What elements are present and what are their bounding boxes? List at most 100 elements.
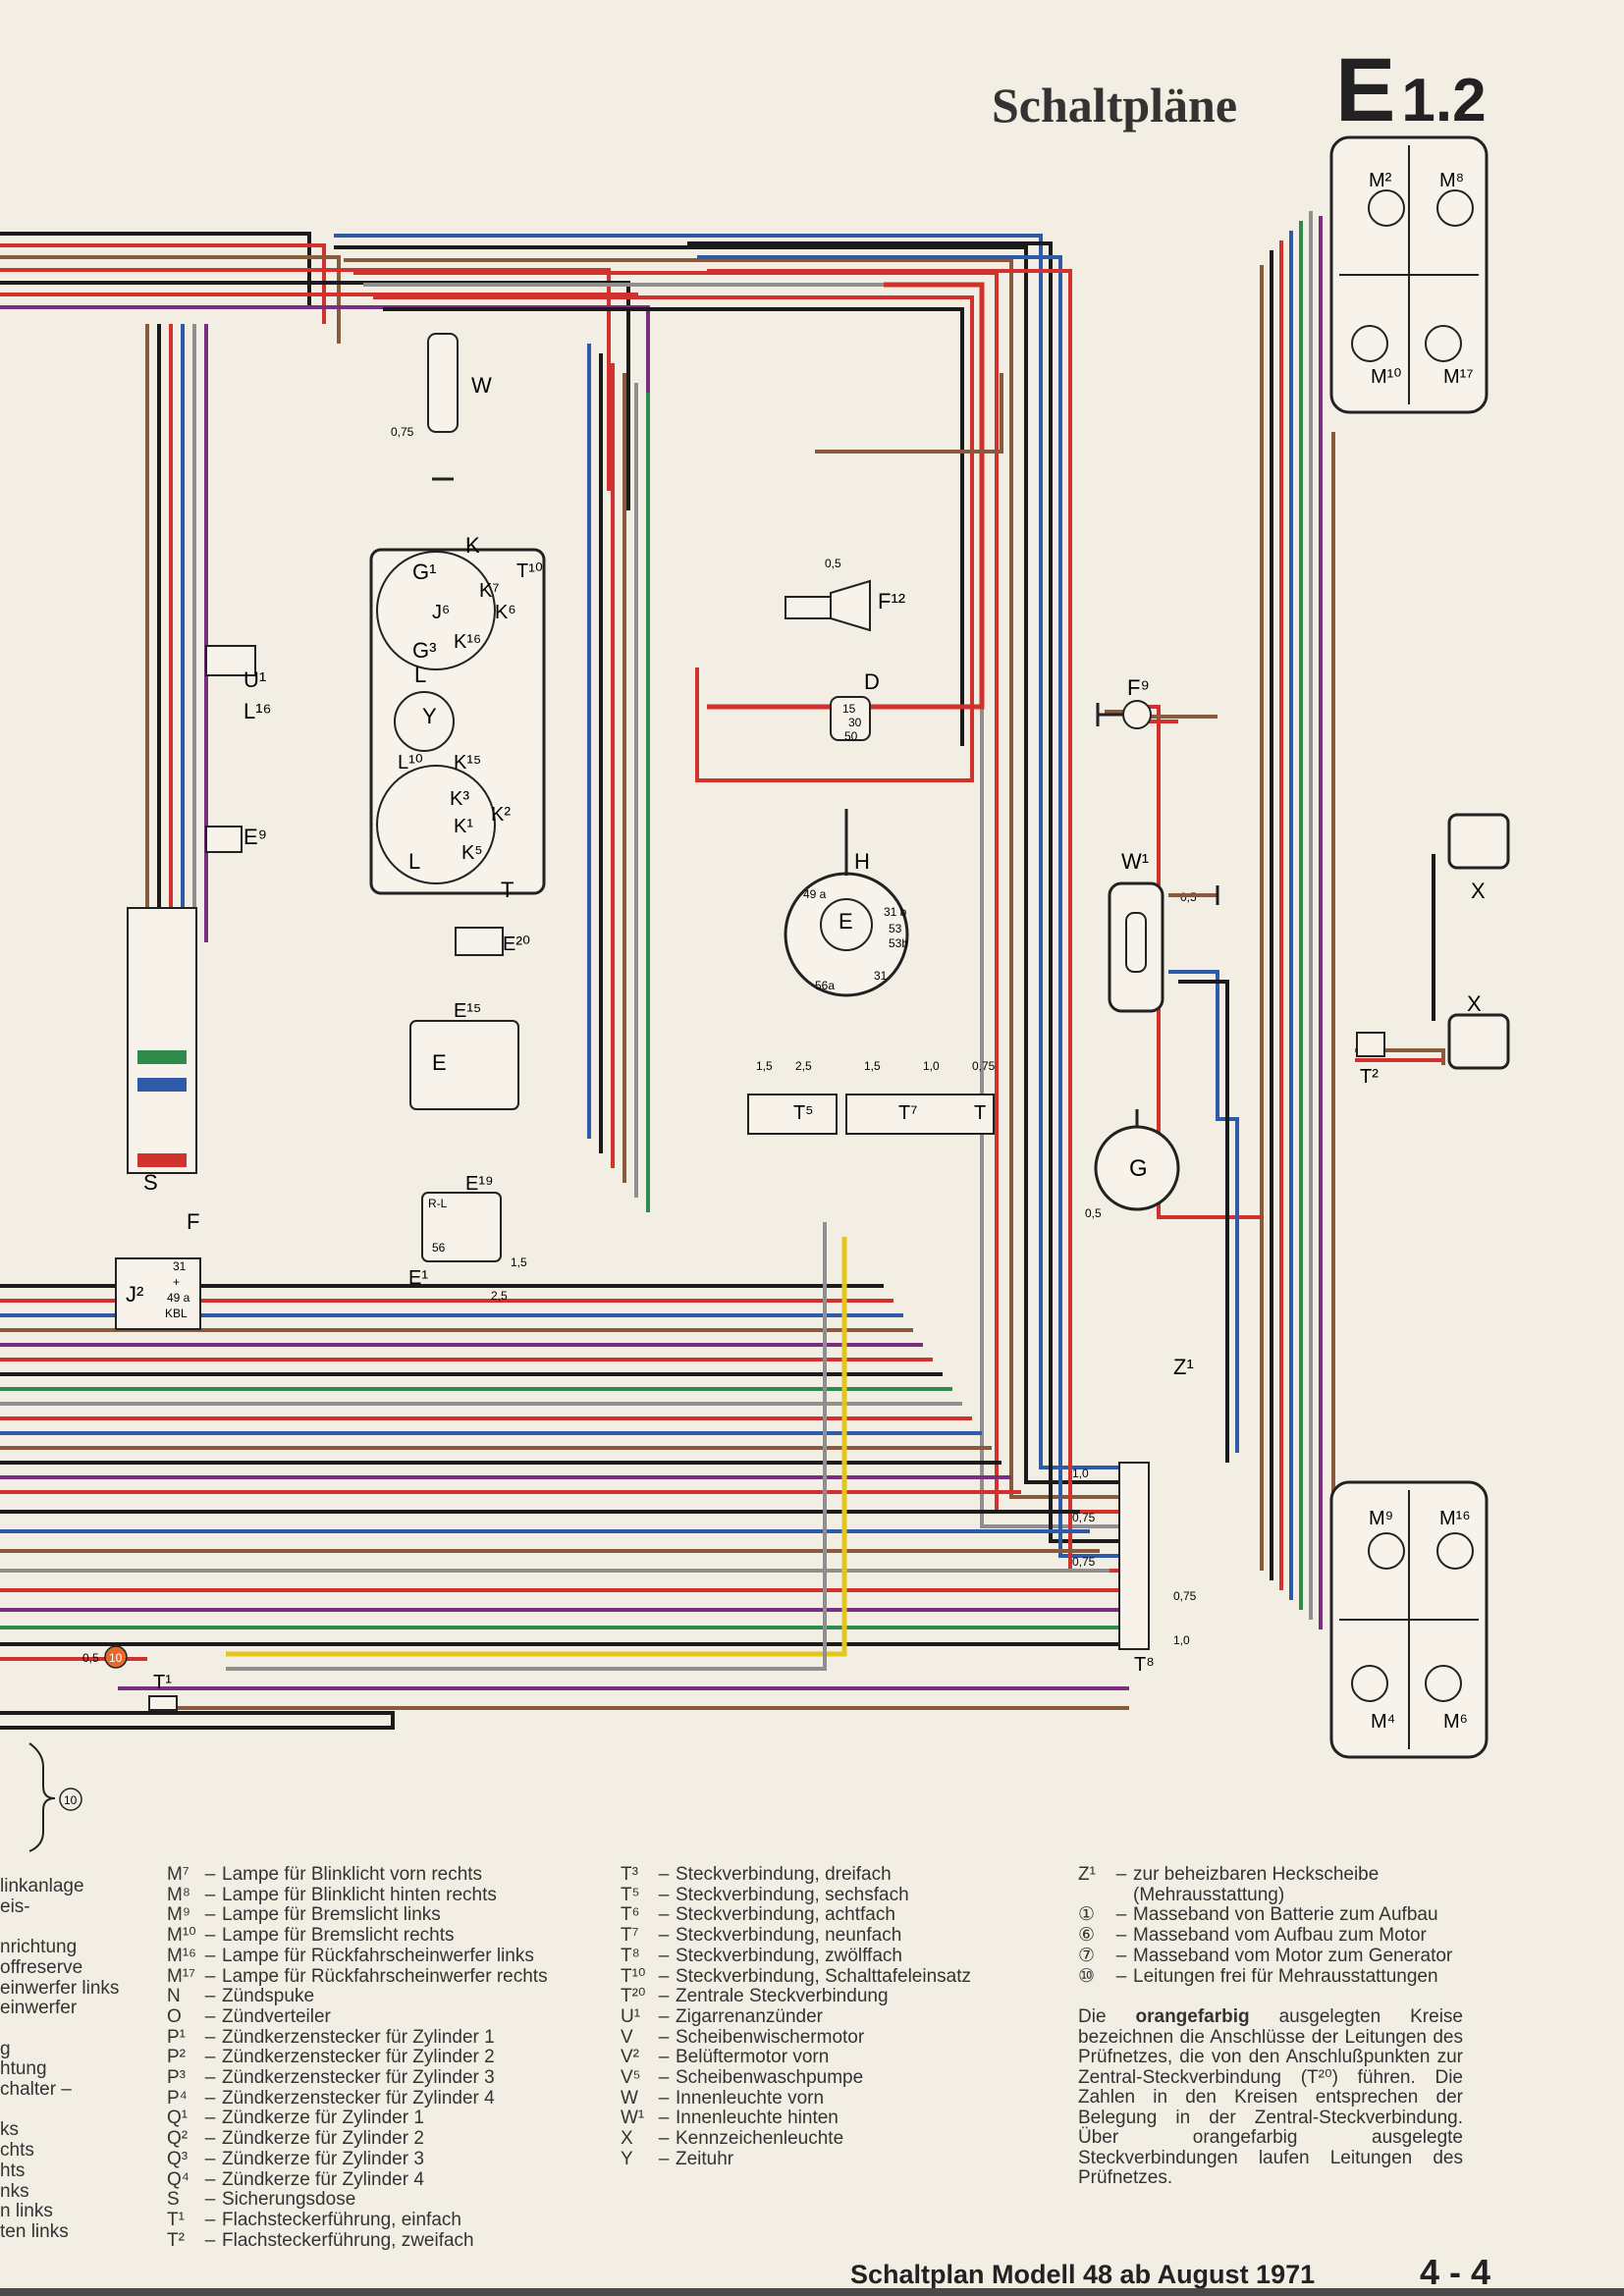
wire-size-25-e19: 2,5	[491, 1289, 508, 1303]
page-code-letter: E	[1335, 40, 1396, 140]
label-K2: K²	[491, 804, 511, 826]
label-K3: K³	[450, 788, 469, 810]
wire-size-05-g: 0,5	[1085, 1206, 1102, 1220]
legend-row: (Mehrausstattung)	[1133, 1884, 1285, 1905]
legend-cut-line: linkanlage	[0, 1876, 84, 1896]
terminal-56: 56	[432, 1241, 446, 1255]
wire-size-075-t7: 0,75	[972, 1059, 996, 1073]
legend-row: Q⁴–Zündkerze für Zylinder 4	[167, 2168, 424, 2190]
label-F12: F¹²	[878, 589, 905, 614]
label-Z1: Z¹	[1173, 1355, 1194, 1379]
label-E1: E¹	[408, 1267, 428, 1289]
legend-cut-line: offreserve	[0, 1956, 83, 1978]
wire-size-15-t5: 1,5	[756, 1059, 773, 1073]
test-network-marker-label: 10	[109, 1651, 123, 1665]
light-switch-D: D 15 30 50	[830, 669, 880, 743]
legend-row: M⁹–Lampe für Bremslicht links	[167, 1904, 441, 1926]
generator-G: G 0,5	[1085, 1109, 1180, 1220]
terminal-j2-kbl: KBL	[165, 1307, 188, 1320]
label-K7: K⁷	[479, 580, 500, 602]
page-code-number: 1.2	[1401, 67, 1487, 134]
legend-cut-line	[0, 2019, 119, 2040]
terminal-j2-plus: +	[173, 1275, 180, 1289]
label-K1: K¹	[454, 816, 473, 837]
terminal-d-30: 30	[848, 716, 862, 729]
terminal-j2-31: 31	[173, 1259, 187, 1273]
legend-row: M⁸–Lampe für Blinklicht hinten rechts	[167, 1884, 497, 1905]
label-L-lower: L	[408, 849, 420, 874]
cigar-lighter-area: U¹ L¹⁶ E⁹	[205, 645, 272, 853]
wire-size-10-t8b: 1,0	[1173, 1633, 1190, 1647]
label-E20: E²⁰	[503, 934, 530, 955]
legend-row: T¹–Flachsteckerführung, einfach	[167, 2209, 461, 2230]
label-D: D	[864, 669, 880, 694]
legend-column-m: M⁷–Lampe für Blinklicht vorn rechts M⁸–L…	[167, 1864, 548, 2251]
legend-row: T³–Steckverbindung, dreifach	[621, 1864, 892, 1885]
wire-size-10-t7: 1,0	[923, 1059, 940, 1073]
legend-row: ①–Masseband von Batterie zum Aufbau	[1078, 1904, 1438, 1926]
legend-cut-line: chts	[0, 2140, 34, 2162]
legend-row: ⑩–Leitungen frei für Mehrausstattungen	[1078, 1965, 1438, 1987]
wire-size-075-t8b: 0,75	[1072, 1555, 1096, 1569]
legend-row: N–Zündspuke	[167, 1986, 315, 2007]
legend-row: ⑦–Masseband vom Motor zum Generator	[1078, 1945, 1453, 1966]
label-E19: E¹⁹	[465, 1173, 494, 1195]
legend-row: S–Sicherungsdose	[167, 2189, 356, 2211]
page-title: Schaltpläne	[992, 78, 1238, 133]
legend-row: M¹⁰–Lampe für Bremslicht rechts	[167, 1925, 455, 1947]
label-H: H	[854, 849, 870, 874]
label-X-top: X	[1471, 879, 1486, 903]
connector-T1: T¹	[148, 1672, 178, 1711]
front-interior-light: W 0,75	[391, 333, 492, 481]
legend-column-t: T³–Steckverbindung, dreifach T⁵–Steckver…	[621, 1864, 971, 2170]
legend-cut-line: einwerfer links	[0, 1977, 120, 1999]
rear-lamp-cluster-bottom: M⁹ M¹⁶ M⁴ M⁶	[1329, 1480, 1489, 1759]
test-network-marker: 10 0,5	[82, 1645, 128, 1669]
label-M10: M¹⁰	[1371, 366, 1401, 388]
label-T5: T⁵	[793, 1102, 814, 1124]
legend-cut-line: chalter –	[0, 2079, 72, 2101]
legend-cut-line: g	[0, 2038, 11, 2059]
terminal-31: 31	[874, 969, 888, 983]
instrument-cluster: G¹ G³ J⁶ K⁷ K⁶ K¹⁶ K T¹⁰ L Y L¹⁰ K¹⁵ K³ …	[369, 533, 546, 902]
label-G: G	[1129, 1155, 1148, 1182]
legend-row: M⁷–Lampe für Blinklicht vorn rechts	[167, 1864, 483, 1885]
label-W: W	[471, 373, 492, 398]
license-plate-lamps: X X T²	[1356, 813, 1510, 1088]
wire-size-25-t5: 2,5	[795, 1059, 812, 1073]
switch-panel: E²⁰ E¹⁵ E E¹⁹ E¹ R-L 56 1,5 2,5	[408, 927, 530, 1303]
label-K16: K¹⁶	[454, 631, 481, 653]
test-network-note: Die orangefarbig ausgelegten Kreise beze…	[1078, 2006, 1463, 2188]
wire-size-075-w: 0,75	[391, 425, 414, 439]
terminal-d-15: 15	[842, 702, 856, 716]
terminal-53: 53	[889, 922, 902, 935]
wire-size-05-f12: 0,5	[825, 557, 841, 570]
label-M2: M²	[1369, 170, 1392, 191]
label-T10: T¹⁰	[516, 561, 543, 582]
label-G1: G¹	[412, 560, 436, 584]
label-M4: M⁴	[1371, 1711, 1395, 1733]
label-K15: K¹⁵	[454, 752, 481, 774]
spare-lines-brace: 10	[28, 1742, 82, 1852]
label-Y: Y	[422, 704, 437, 728]
legend-row: M¹⁶–Lampe für Rückfahrscheinwerfer links	[167, 1945, 534, 1966]
label-W1: W¹	[1121, 849, 1149, 874]
legend-row: Y–Zeituhr	[621, 2148, 734, 2169]
page-bottom-edge	[0, 2288, 1624, 2296]
legend-cut-line: nrichtung	[0, 1937, 78, 1958]
legend-cut-line: einwerfer	[0, 1998, 78, 2019]
legend-row: O–Zündverteiler	[167, 2005, 331, 2027]
legend-row: Q³–Zündkerze für Zylinder 3	[167, 2148, 424, 2169]
legend-cut-line: n links	[0, 2201, 53, 2222]
label-M8: M⁸	[1439, 170, 1464, 191]
legend-row: W¹–Innenleuchte hinten	[621, 2108, 839, 2129]
label-X-bottom: X	[1467, 991, 1482, 1016]
wire-size-075-t8c: 0,75	[1173, 1589, 1197, 1603]
legend-row: P¹–Zündkerzenstecker für Zylinder 1	[167, 2026, 495, 2048]
wire-bundle	[0, 211, 1445, 1730]
label-M17: M¹⁷	[1443, 366, 1474, 388]
label-G3: G³	[412, 638, 436, 663]
page-code: E1.2	[1335, 39, 1487, 142]
label-K6: K⁶	[495, 602, 516, 623]
label-L: L	[414, 663, 426, 687]
